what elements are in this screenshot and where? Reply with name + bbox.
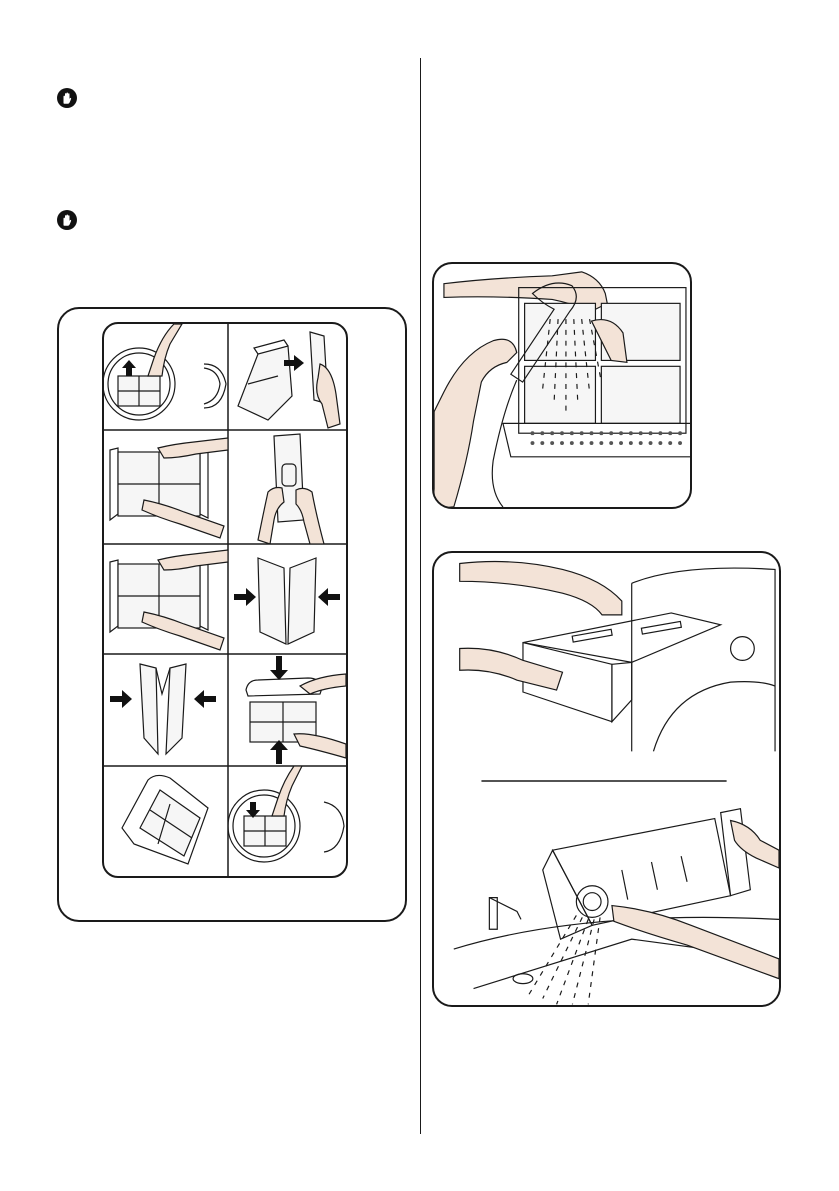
step-unfold-filter-1 xyxy=(104,430,228,544)
step-close-filter-lid xyxy=(228,654,346,766)
step-pull-inner-filter xyxy=(228,430,346,544)
step-filter-assembled xyxy=(104,766,228,876)
column-divider xyxy=(420,58,421,1134)
step-open-filter xyxy=(228,324,346,430)
stop-hand-icon xyxy=(57,88,77,108)
step-insert-filter xyxy=(228,766,346,876)
step-close-filter-sides xyxy=(104,654,228,766)
filter-steps-grid xyxy=(102,322,348,878)
stop-hand-icon xyxy=(57,210,77,230)
step-unfold-filter-2 xyxy=(104,544,228,654)
rinse-filter-illustration xyxy=(432,262,692,509)
water-tank-illustration xyxy=(432,551,781,1007)
step-press-filter-sides xyxy=(228,544,346,654)
step-remove-filter xyxy=(104,324,228,430)
